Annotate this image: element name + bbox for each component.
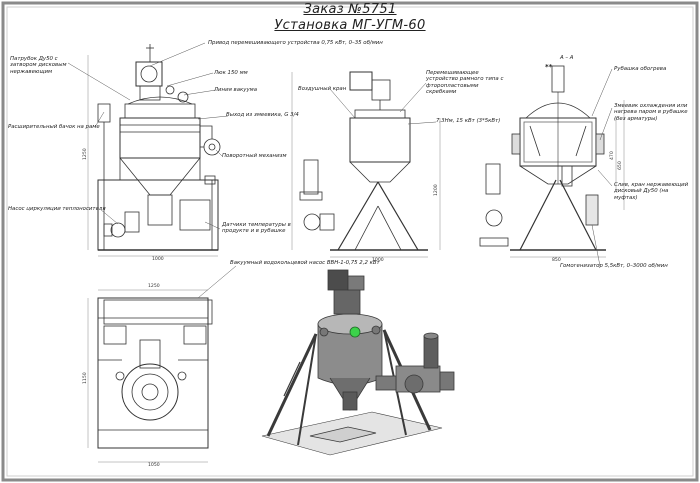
side-view <box>291 71 441 258</box>
dim-side-width: 1000 <box>372 258 384 263</box>
front-view <box>67 42 229 257</box>
label-heating-jacket: Рубашка обогрева <box>614 66 667 72</box>
dim-section-1: 470 <box>610 151 615 160</box>
dim-section-2: 650 <box>618 161 623 170</box>
dim-side-height: 1200 <box>434 184 439 196</box>
label-drain-valve: Слив, кран нержавеющий дисковый Ду50 (на… <box>614 182 689 201</box>
unit-title: Установка МГ-УГМ-60 <box>274 18 426 33</box>
render-3d <box>261 269 455 456</box>
label-air-valve: Воздушный кран <box>298 86 347 92</box>
order-title: Заказ №5751 <box>303 2 397 17</box>
dim-front-height: 1250 <box>83 148 88 160</box>
dim-section-3: 850 <box>552 258 561 263</box>
label-motor-power: 7,3Нм, 15 кВт (3*5кВт) <box>436 118 501 124</box>
label-vacuum-pump: Вакуумный водокольцевой насос ВВН-1-0,75… <box>230 260 380 266</box>
label-coil-outlet: Выход из змеевика, G 3/4 <box>226 112 299 118</box>
label-cooling-coil: Змеевик охлаждения или нагрева паром в р… <box>614 103 688 122</box>
label-inlet-pipe: Патрубок Ду50 с затвором дисковым нержав… <box>10 56 67 75</box>
label-vacuum-line: Линия вакуума <box>214 87 258 93</box>
label-tilt-mechanism: Поворотный механизм <box>222 153 287 159</box>
dim-plan-height: 1150 <box>83 372 88 384</box>
label-expansion-tank: Расширительный бачок на раме <box>8 124 100 130</box>
label-hatch: Люк 150 мм <box>214 70 248 76</box>
label-drive: Привод перемешивающего устройства 0,75 к… <box>208 40 383 46</box>
label-section-asterisk: ** <box>545 63 553 71</box>
dim-front-width: 1000 <box>152 257 164 262</box>
label-circulation-pump: Насос циркуляции теплоносителя <box>8 206 106 212</box>
dim-plan-width: 1050 <box>148 463 160 468</box>
dim-plan-top: 1250 <box>148 284 160 289</box>
label-homogenizer: Гомогенизатор 5,5кВт, 0–3000 об/мин <box>560 263 668 269</box>
plan-view <box>87 265 237 463</box>
label-temp-sensors: Датчики температуры в продукте и в рубаш… <box>222 222 291 235</box>
label-mixer-frame: Перемешивающее устройство рамного типа с… <box>426 70 504 96</box>
label-section-mark: А – А <box>560 55 574 61</box>
section-view <box>479 65 625 267</box>
